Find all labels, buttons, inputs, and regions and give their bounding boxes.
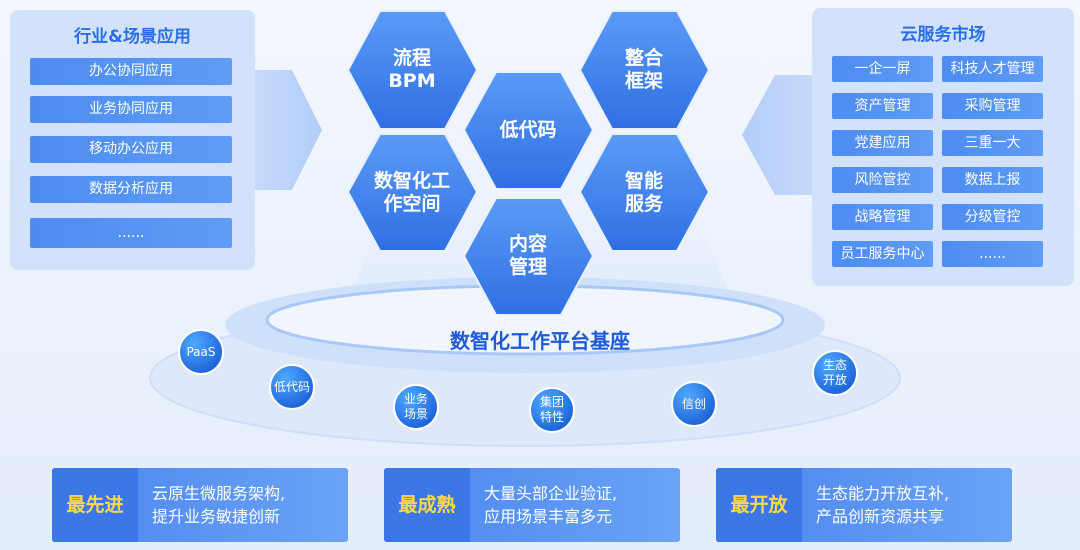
feature-card-open: 最开放 生态能力开放互补, 产品创新资源共享 [716, 468, 1012, 542]
hex-label-line: 框架 [624, 70, 663, 92]
node-label: PaaS [171, 345, 231, 360]
right-item[interactable]: 采购管理 [942, 93, 1043, 119]
right-connector [742, 75, 812, 195]
node-lowcode[interactable] [269, 364, 315, 410]
feature-tag: 最开放 [716, 468, 802, 542]
feature-card-advanced: 最先进 云原生微服务架构, 提升业务敏捷创新 [52, 468, 348, 542]
right-item[interactable]: 风险管控 [832, 167, 933, 193]
node-label: 业务 场景 [386, 392, 446, 422]
hex-label-line: 数智化工 [373, 170, 450, 192]
hex-workspace[interactable] [346, 133, 479, 252]
hex-label-line: 流程 [392, 47, 431, 69]
left-item[interactable]: 数据分析应用 [30, 176, 232, 203]
node-label: 低代码 [262, 380, 322, 395]
left-connector [255, 70, 322, 190]
hex-intelligent[interactable] [578, 133, 711, 252]
node-label-line: 集团 [539, 395, 564, 409]
node-label-line: 特性 [539, 410, 564, 424]
hex-bpm-label: 流程 BPM [352, 47, 472, 93]
feature-text: 云原生微服务架构, 提升业务敏捷创新 [152, 482, 342, 528]
feature-text: 生态能力开放互补, 产品创新资源共享 [816, 482, 1006, 528]
panel-title: 行业&场景应用 [74, 27, 191, 47]
hex-label-line: 整合 [624, 47, 663, 69]
hex-framework-label: 整合 框架 [584, 47, 704, 93]
right-item[interactable]: 员工服务中心 [832, 241, 933, 267]
node-label-line: 业务 [403, 392, 428, 406]
right-item[interactable]: 分级管控 [942, 204, 1043, 230]
hex-lowcode-label: 低代码 [468, 119, 588, 142]
right-item[interactable]: 三重一大 [942, 130, 1043, 156]
hex-label-line: BPM [388, 70, 436, 92]
node-label: 信创 [664, 397, 724, 412]
feature-line: 产品创新资源共享 [816, 507, 945, 526]
feature-line: 提升业务敏捷创新 [152, 507, 281, 526]
node-label-line: 低代码 [273, 380, 310, 394]
right-item[interactable]: 资产管理 [832, 93, 933, 119]
feature-tag: 最先进 [52, 468, 138, 542]
node-label-line: PaaS [186, 345, 216, 359]
feature-line: 云原生微服务架构, [152, 484, 286, 503]
hex-label-line: 智能 [624, 170, 663, 192]
node-ecosystem[interactable] [812, 350, 858, 396]
feature-tag: 最成熟 [384, 468, 470, 542]
hex-lowcode[interactable] [462, 71, 595, 190]
node-xinchuang[interactable] [671, 381, 717, 427]
hex-label-line: 管理 [508, 256, 547, 278]
feature-text: 大量头部企业验证, 应用场景丰富多元 [484, 482, 674, 528]
node-label-line: 生态 [822, 358, 847, 372]
right-item[interactable]: 战略管理 [832, 204, 933, 230]
feature-line: 生态能力开放互补, [816, 484, 950, 503]
hex-label-line: 内容 [508, 233, 547, 255]
left-item[interactable]: 业务协同应用 [30, 96, 232, 123]
node-label: 生态 开放 [805, 358, 865, 388]
feature-card-mature: 最成熟 大量头部企业验证, 应用场景丰富多元 [384, 468, 680, 542]
node-group[interactable] [529, 387, 575, 433]
cloud-market-panel: 云服务市场 一企一屏 科技人才管理 资产管理 采购管理 党建应用 三重一大 风险… [812, 8, 1074, 286]
node-business[interactable] [393, 384, 439, 430]
node-paas[interactable] [178, 329, 224, 375]
left-item[interactable]: 移动办公应用 [30, 136, 232, 163]
right-item[interactable]: 党建应用 [832, 130, 933, 156]
right-item[interactable]: 数据上报 [942, 167, 1043, 193]
left-item[interactable]: 办公协同应用 [30, 58, 232, 85]
node-label-line: 开放 [822, 373, 847, 387]
hex-content[interactable] [462, 197, 595, 316]
industry-scenario-panel: 行业&场景应用 办公协同应用 业务协同应用 移动办公应用 数据分析应用 ....… [10, 10, 255, 270]
right-item[interactable]: 科技人才管理 [942, 56, 1043, 82]
hex-workspace-label: 数智化工 作空间 [352, 170, 472, 216]
right-item[interactable]: 一企一屏 [832, 56, 933, 82]
hex-framework[interactable] [578, 10, 711, 130]
node-label-line: 信创 [681, 397, 706, 411]
hexagon-group [346, 10, 711, 316]
feature-line: 大量头部企业验证, [484, 484, 618, 503]
node-label-line: 场景 [403, 407, 428, 421]
hex-label-line: 作空间 [383, 193, 441, 215]
left-item-more[interactable]: ...... [30, 218, 232, 248]
platform-base-title: 数智化工作平台基座 [450, 329, 630, 353]
hex-bpm[interactable] [346, 10, 479, 130]
panel-title: 云服务市场 [900, 25, 986, 45]
right-item-more[interactable]: ...... [942, 241, 1043, 267]
node-label: 集团 特性 [522, 395, 582, 425]
hex-content-label: 内容 管理 [468, 233, 588, 279]
hex-intelligent-label: 智能 服务 [584, 170, 704, 216]
hex-label-line: 低代码 [499, 119, 557, 141]
hex-label-line: 服务 [624, 193, 663, 215]
feature-line: 应用场景丰富多元 [484, 507, 613, 526]
